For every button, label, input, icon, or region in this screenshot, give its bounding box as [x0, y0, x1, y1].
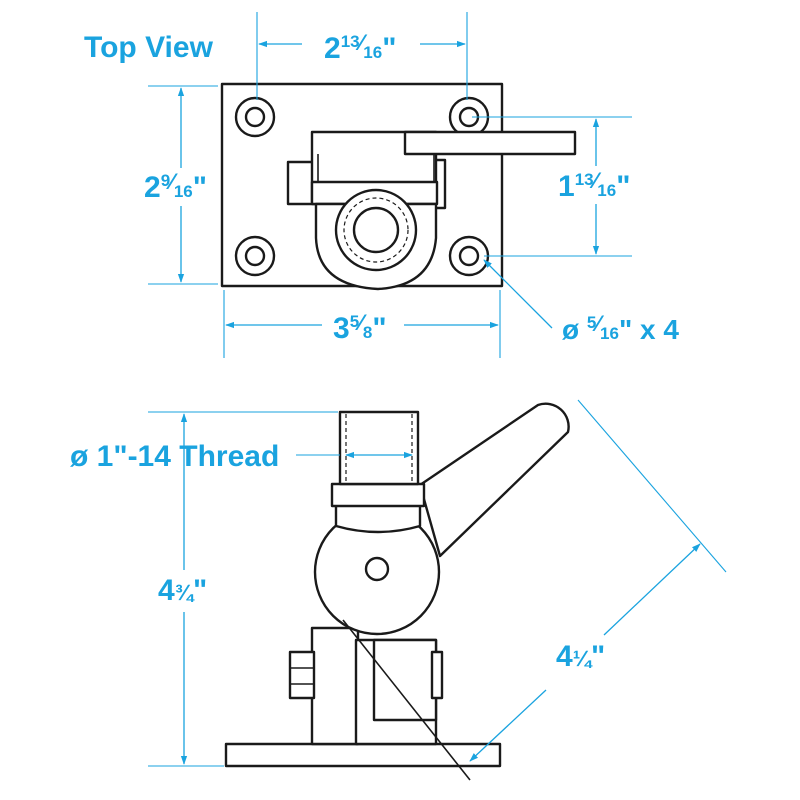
side-view: 4¾" ø 1"-14 Thread 4¼"	[70, 399, 727, 781]
mounting-hole-bottom-right	[448, 235, 490, 277]
hole-diameter-label: ø 5⁄16" x 4	[562, 311, 679, 345]
lever-offset-label: 113⁄16"	[558, 168, 630, 203]
dimension-lever-offset: 113⁄16"	[472, 116, 632, 257]
mounting-hole-bottom-left	[234, 235, 276, 277]
dimension-overall-height: 4¾"	[148, 411, 338, 767]
top-view-title: Top View	[84, 31, 214, 64]
mounting-hole-top-left	[234, 96, 276, 138]
hole-diameter-callout: ø 5⁄16" x 4	[483, 259, 679, 345]
side-bolt-head	[288, 650, 316, 700]
threaded-stud-top	[352, 206, 400, 254]
top-view: Top View	[84, 12, 679, 358]
plate-height-label: 29⁄16"	[144, 169, 207, 204]
threaded-stud-side	[338, 410, 420, 486]
ball-pivot-hole	[364, 556, 390, 582]
dimension-plate-width: 35⁄8"	[223, 290, 501, 358]
lever-top	[403, 130, 577, 156]
side-base-plate	[224, 742, 502, 768]
mount-body-top	[286, 130, 577, 291]
overall-height-label: 4¾"	[158, 574, 207, 607]
hole-spacing-label: 213⁄16"	[324, 30, 396, 65]
thread-callout-label: ø 1"-14 Thread	[70, 440, 279, 473]
dimension-plate-height: 29⁄16"	[144, 85, 218, 285]
plate-width-label: 35⁄8"	[333, 310, 387, 345]
dimension-lever-length: 4¼"	[469, 399, 727, 762]
dimension-hole-spacing: 213⁄16"	[256, 12, 468, 100]
thread-callout: ø 1"-14 Thread	[70, 440, 413, 473]
side-lever-arm	[418, 402, 570, 558]
lever-length-label: 4¼"	[556, 640, 605, 673]
